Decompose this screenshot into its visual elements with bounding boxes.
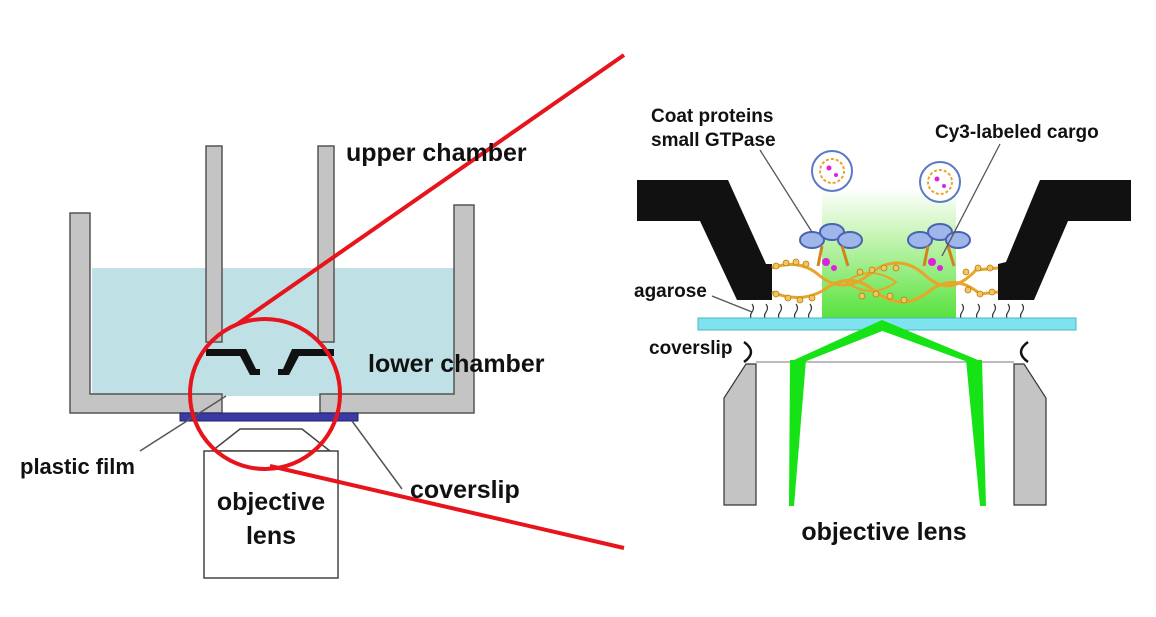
left-chamber-diagram (69, 145, 475, 579)
cargo-dot-right (928, 258, 936, 266)
vesicle-right (919, 161, 961, 203)
label-plastic-film: plastic film (20, 454, 135, 479)
right-zoomed-diagram (637, 143, 1131, 506)
pointer-coverslip-left (351, 420, 403, 490)
upper-chamber-tube-left (205, 145, 223, 343)
coverslip-left (179, 412, 359, 422)
objective-lens-tip (209, 428, 333, 452)
label-coat-proteins: Coat proteins (651, 106, 773, 127)
coat-protein-cluster-left (799, 223, 863, 271)
coverslip-clip-left (743, 340, 753, 364)
chamber-rim-left (206, 349, 260, 375)
zoom-circle (188, 317, 342, 471)
zoom-line-top (234, 53, 626, 327)
pointer-cargo (941, 143, 1001, 257)
label-objective-lens-right: objective lens (801, 518, 966, 546)
pointer-coat-proteins (759, 149, 813, 233)
objective-lens-wall-left (723, 363, 757, 506)
laser-beams (789, 320, 986, 506)
lipid-heads (772, 258, 996, 304)
chamber-wall-left-black (637, 180, 772, 300)
label-coverslip-left: coverslip (410, 476, 520, 504)
label-lower-chamber: lower chamber (368, 350, 545, 378)
chamber-rim-right (278, 349, 334, 375)
chamber-wall-right-black (998, 180, 1131, 300)
label-objective-line2: lens (246, 522, 296, 550)
chamber-medium (92, 268, 454, 396)
label-small-gtpase: small GTPase (651, 130, 776, 151)
objective-lens-wall-right (1013, 363, 1047, 506)
label-objective-line1: objective (217, 488, 325, 516)
pointer-agarose (711, 295, 753, 313)
cargo-dot-left (822, 258, 830, 266)
label-coverslip-right: coverslip (649, 338, 732, 359)
zoom-indicator (188, 53, 626, 550)
coverslip-clip-right (1019, 340, 1029, 364)
objective-lens-body (203, 450, 339, 579)
zoom-line-bottom (269, 464, 625, 550)
label-agarose: agarose (634, 281, 707, 302)
lower-chamber-wall-left (69, 212, 223, 414)
pointer-plastic-film (139, 395, 227, 452)
vesicle-left (811, 150, 853, 192)
label-upper-chamber: upper chamber (346, 139, 527, 167)
coat-protein-cluster-right (907, 223, 971, 271)
upper-chamber-tube-right (317, 145, 335, 343)
label-cy3-cargo: Cy3-labeled cargo (935, 122, 1099, 143)
